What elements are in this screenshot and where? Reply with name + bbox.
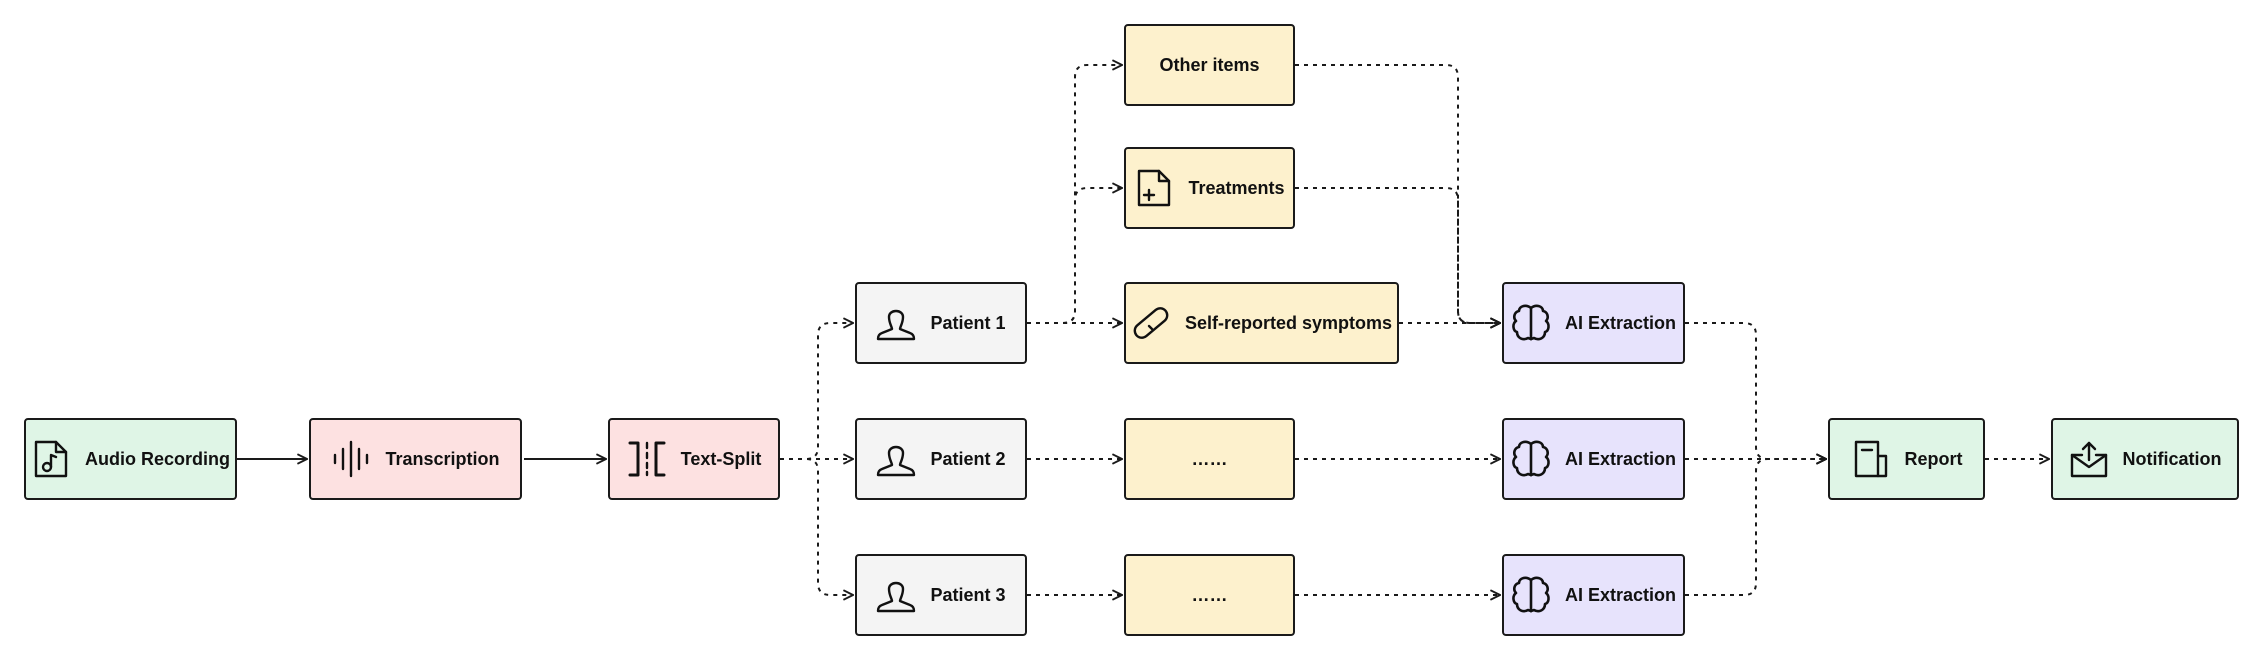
- edge-textsplit-to-patient-3: [780, 458, 853, 595]
- patient-3-node: Patient 3: [855, 554, 1027, 636]
- report-node: Report: [1828, 418, 1985, 500]
- node-label: ……: [1191, 448, 1228, 469]
- ellipsis-node-2: ……: [1124, 418, 1295, 500]
- node-label: Report: [1904, 448, 1963, 469]
- ellipsis-node-3: ……: [1124, 554, 1295, 636]
- transcription-node: Transcription: [309, 418, 522, 500]
- node-label: AI Extraction: [1564, 584, 1677, 605]
- notification-node: Notification: [2051, 418, 2239, 500]
- mail-upload-icon: [2069, 439, 2109, 479]
- text-split-node: Text-Split: [608, 418, 780, 500]
- node-label: Self-reported symptoms: [1184, 312, 1393, 333]
- edge-ai-3-to-report: [1685, 459, 1826, 596]
- self-reported-symptoms-node: Self-reported symptoms: [1124, 282, 1399, 364]
- report-icon: [1851, 439, 1891, 479]
- brain-icon: [1511, 439, 1551, 479]
- node-label: Audio Recording: [85, 448, 230, 469]
- node-label: Treatments: [1188, 177, 1285, 198]
- node-label: AI Extraction: [1564, 312, 1677, 333]
- ai-extraction-node-2: AI Extraction: [1502, 418, 1685, 500]
- edge-patient-1-to-other-items: [1027, 65, 1122, 324]
- edge-ai-1-to-report: [1685, 322, 1826, 459]
- audio-recording-node: Audio Recording: [24, 418, 237, 500]
- node-label: Transcription: [385, 448, 500, 469]
- user-icon: [876, 575, 916, 615]
- node-label: Text-Split: [680, 448, 762, 469]
- patient-2-node: Patient 2: [855, 418, 1027, 500]
- node-label: ……: [1191, 584, 1228, 605]
- waveform-icon: [331, 439, 371, 479]
- treatments-node: Treatments: [1124, 147, 1295, 229]
- edge-textsplit-to-patient-1: [780, 323, 853, 460]
- brain-icon: [1511, 575, 1551, 615]
- node-label: Other items: [1159, 54, 1260, 75]
- edge-other-items-to-ai-1: [1295, 64, 1500, 323]
- user-icon: [876, 439, 916, 479]
- ai-extraction-node-1: AI Extraction: [1502, 282, 1685, 364]
- node-label: Patient 2: [930, 448, 1006, 469]
- document-plus-icon: [1134, 168, 1174, 208]
- ai-extraction-node-3: AI Extraction: [1502, 554, 1685, 636]
- other-items-node: Other items: [1124, 24, 1295, 106]
- edge-treatments-to-ai-1: [1295, 187, 1500, 323]
- brain-icon: [1511, 303, 1551, 343]
- patient-1-node: Patient 1: [855, 282, 1027, 364]
- node-label: AI Extraction: [1564, 448, 1677, 469]
- user-icon: [876, 303, 916, 343]
- node-label: Patient 1: [930, 312, 1006, 333]
- audio-file-icon: [31, 439, 71, 479]
- node-label: Patient 3: [930, 584, 1006, 605]
- node-label: Notification: [2122, 448, 2222, 469]
- pill-icon: [1131, 303, 1171, 343]
- split-icon: [627, 439, 667, 479]
